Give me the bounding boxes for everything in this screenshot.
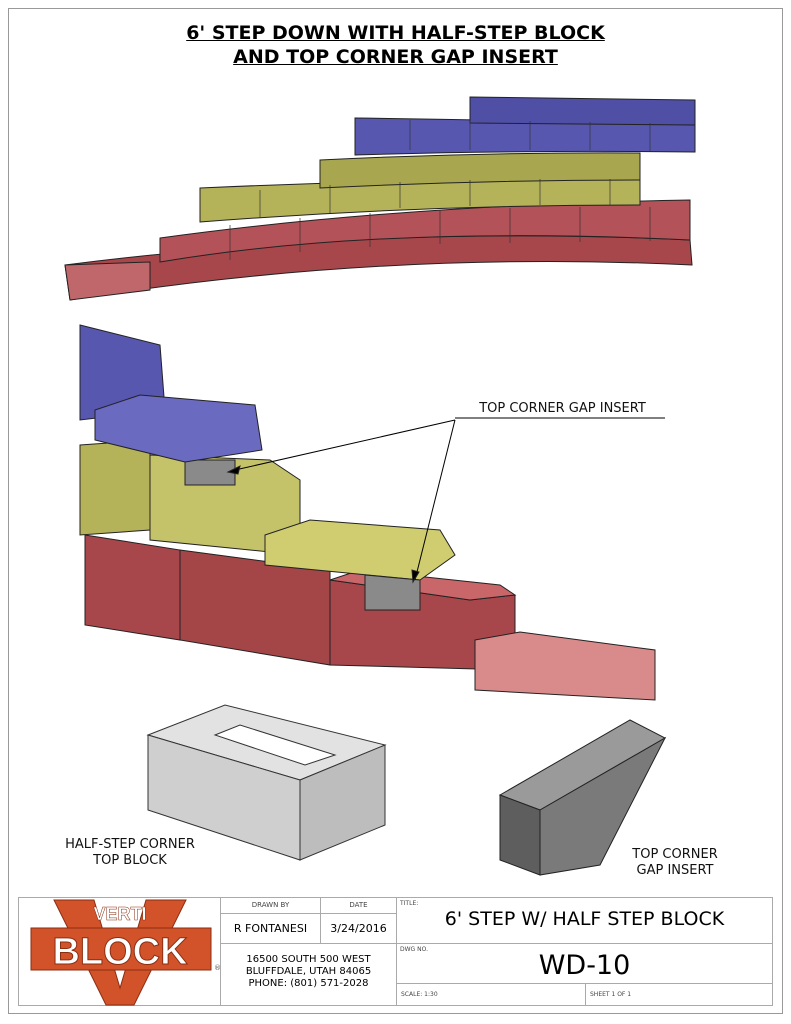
- logo-registered-mark: ®: [214, 964, 221, 972]
- leader-line-1: [234, 419, 456, 471]
- callout-half-step-corner-2: TOP BLOCK: [93, 853, 167, 868]
- drawing-title-line-2: AND TOP CORNER GAP INSERT: [233, 46, 558, 68]
- drawn-by-value: R FONTANESI: [220, 913, 321, 944]
- yellow-block-course-upper: [319, 152, 641, 189]
- dwg-no-value: WD-10: [538, 950, 631, 981]
- date-label: DATE: [320, 897, 397, 914]
- address-line-1: 16500 SOUTH 500 WEST: [246, 954, 371, 965]
- block-illustrations: [64, 96, 696, 876]
- sheet-border: [8, 8, 783, 1014]
- dwg-no-cell: DWG NO. WD-10: [396, 943, 773, 984]
- half-step-corner-top-block-view: [146, 704, 387, 861]
- yellow-half-step-block: [264, 519, 456, 581]
- address-line-2: BLUFFDALE, UTAH 84065: [245, 966, 372, 977]
- address-line-3: PHONE: (801) 571-2028: [248, 978, 369, 989]
- yellow-block-detail-1: [79, 439, 151, 536]
- dwg-no-label: DWG NO.: [400, 946, 428, 953]
- logo-block-text: BLOCK: [52, 931, 188, 973]
- logo-cell: VERTI BLOCK ®: [18, 897, 221, 1006]
- logo-verti-text: VERTI: [93, 904, 146, 924]
- red-end-block-detail: [474, 631, 656, 701]
- title-value: 6' STEP W/ HALF STEP BLOCK: [444, 908, 725, 930]
- leader-line-2: [414, 419, 456, 581]
- blue-block-course-upper: [469, 96, 696, 126]
- address-cell: 16500 SOUTH 500 WEST BLUFFDALE, UTAH 840…: [220, 943, 397, 1006]
- blue-block-course-lower: [354, 117, 696, 156]
- top-assembly-view: [64, 96, 696, 301]
- callout-gap-insert-2: GAP INSERT: [636, 863, 714, 878]
- red-block-course-lower: [64, 235, 693, 301]
- title-cell: TITLE: 6' STEP W/ HALF STEP BLOCK: [396, 897, 773, 944]
- title-label: TITLE:: [400, 900, 419, 907]
- scale-value: SCALE: 1:30: [401, 991, 438, 998]
- red-block-detail-1: [84, 534, 181, 641]
- vertiblock-logo: VERTI BLOCK ®: [30, 899, 221, 1006]
- gray-gap-insert-lower: [364, 574, 421, 611]
- sheet-value: SHEET 1 OF 1: [590, 991, 632, 998]
- red-block-course-upper: [159, 199, 691, 263]
- blue-block-detail-2: [94, 394, 263, 463]
- drawing-title-line-1: 6' STEP DOWN WITH HALF-STEP BLOCK: [186, 22, 605, 44]
- drawn-by-label: DRAWN BY: [220, 897, 321, 914]
- gray-gap-insert-upper: [184, 459, 236, 486]
- sheet-cell: SHEET 1 OF 1: [585, 983, 773, 1006]
- callout-half-step-corner-1: HALF-STEP CORNER: [65, 837, 195, 852]
- scale-cell: SCALE: 1:30: [396, 983, 586, 1006]
- date-value: 3/24/2016: [320, 913, 397, 944]
- detail-view: [79, 324, 665, 701]
- callout-gap-insert-1: TOP CORNER: [632, 847, 718, 862]
- red-end-block: [64, 261, 151, 301]
- callout-top-corner-gap-insert: TOP CORNER GAP INSERT: [479, 401, 646, 416]
- top-corner-gap-insert-view: [498, 719, 667, 876]
